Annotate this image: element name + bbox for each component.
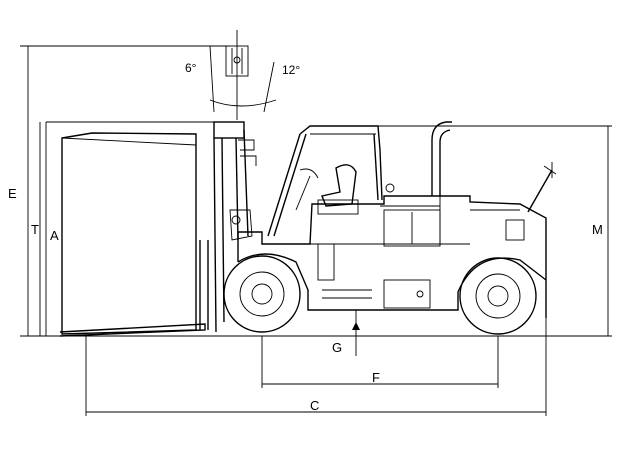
backward-tilt-label: 12° [282, 63, 300, 77]
beacon-antenna [527, 162, 557, 213]
mast [213, 121, 257, 333]
dimension-c [85, 318, 547, 416]
dimension-c-label: C [310, 398, 319, 413]
rear-wheel [459, 257, 537, 335]
overhead-guard [267, 125, 383, 237]
dimension-g [352, 310, 360, 356]
tilt-indicator [209, 30, 277, 120]
dimension-e-label: E [8, 186, 17, 201]
load-box [45, 121, 214, 336]
forks [59, 240, 209, 337]
operator-seat [295, 164, 359, 215]
dimension-t-label: T [31, 222, 39, 237]
dimension-m [378, 125, 612, 336]
dimension-g-label: G [332, 340, 342, 355]
filler-cap [385, 183, 395, 193]
chassis [237, 195, 547, 318]
dimension-m-label: M [592, 222, 603, 237]
dimension-f-label: F [372, 370, 380, 385]
dimension-e [20, 45, 230, 336]
forward-tilt-label: 6° [185, 61, 197, 75]
dimension-a-label: A [50, 228, 59, 243]
exhaust-pipe [431, 121, 452, 196]
front-wheel [223, 255, 301, 333]
dimension-f [261, 336, 499, 388]
